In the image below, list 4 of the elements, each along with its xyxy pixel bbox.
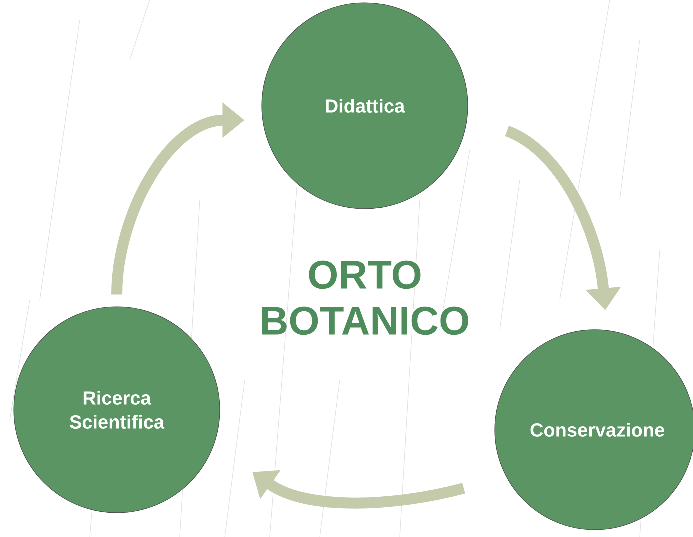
circle-node: Didattica xyxy=(262,2,468,210)
circle-node: Ricerca Scientifica xyxy=(14,306,220,514)
title: ORTO BOTANICO xyxy=(262,260,468,336)
circle-node: Conservazione xyxy=(494,330,693,530)
